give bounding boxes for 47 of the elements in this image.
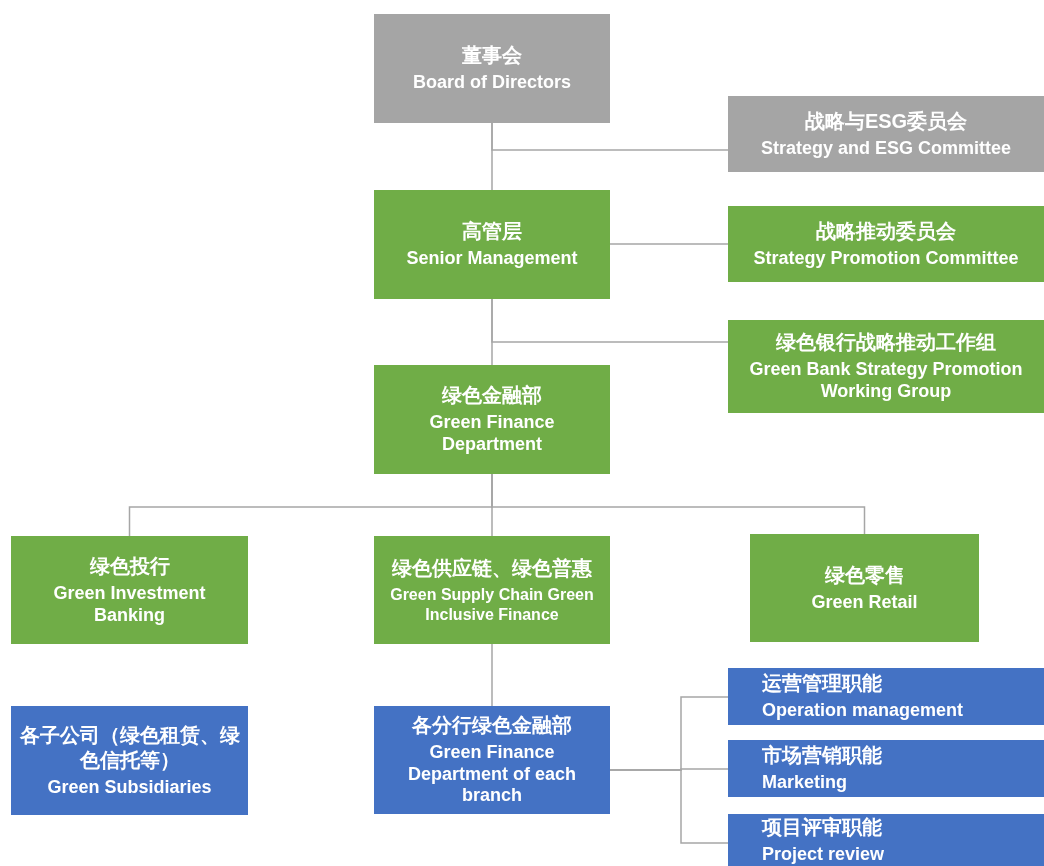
connector-line	[491, 122, 493, 191]
english-title: Operation management	[762, 700, 964, 722]
chinese-title: 绿色供应链、绿色普惠	[392, 556, 592, 582]
connector-line	[491, 298, 493, 366]
chinese-title: 运营管理职能	[762, 671, 882, 697]
chinese-title: 市场营销职能	[762, 743, 882, 769]
org-box	[11, 706, 248, 815]
english-title: Project review	[762, 843, 885, 866]
english-title: Marketing	[762, 772, 848, 794]
chinese-title: 董事会	[462, 43, 522, 69]
english-title: Green Finance Department	[428, 412, 556, 456]
chinese-title: 各子公司（绿色租赁、绿色信托等）	[19, 722, 240, 773]
english-title: Green Supply Chain Green Inclusive Finance	[389, 585, 595, 624]
org-box	[750, 534, 979, 642]
english-title: Board of Directors	[413, 72, 571, 94]
english-title: Strategy Promotion Committee	[753, 247, 1019, 270]
org-box	[728, 96, 1044, 172]
english-title: Senior Management	[406, 248, 578, 270]
connector-line	[491, 643, 493, 707]
org-box	[374, 536, 610, 644]
chinese-title: 绿色银行战略推动工作组	[776, 330, 996, 356]
org-box	[728, 206, 1044, 282]
english-title: Strategy and ESG Committee	[760, 137, 1012, 160]
org-box	[374, 14, 610, 123]
org-box	[728, 320, 1044, 413]
english-title: Green Bank Strategy Promotion Working Group	[748, 359, 1024, 403]
chinese-title: 绿色金融部	[442, 383, 542, 409]
chinese-title: 战略与ESG委员会	[804, 108, 968, 134]
chinese-title: 项目评审职能	[762, 814, 882, 840]
org-box	[374, 365, 610, 474]
chinese-title: 绿色零售	[824, 562, 905, 588]
org-box	[374, 706, 610, 814]
chinese-title: 战略推动委员会	[816, 218, 956, 244]
org-box	[728, 740, 1044, 797]
english-title: Green Investment Banking	[52, 582, 207, 627]
org-box	[374, 190, 610, 299]
org-box	[728, 668, 1044, 725]
org-box	[728, 814, 1044, 866]
english-title: Green Subsidiaries	[47, 776, 212, 799]
chinese-title: 高管层	[462, 219, 522, 245]
chinese-title: 各分行绿色金融部	[412, 713, 572, 739]
connector-line	[609, 243, 729, 245]
connector-line	[609, 769, 729, 844]
chinese-title: 绿色投行	[89, 553, 170, 579]
org-box	[11, 536, 248, 644]
english-title: Green Retail	[811, 591, 918, 614]
english-title: Green Finance Department of each branch	[406, 742, 577, 807]
